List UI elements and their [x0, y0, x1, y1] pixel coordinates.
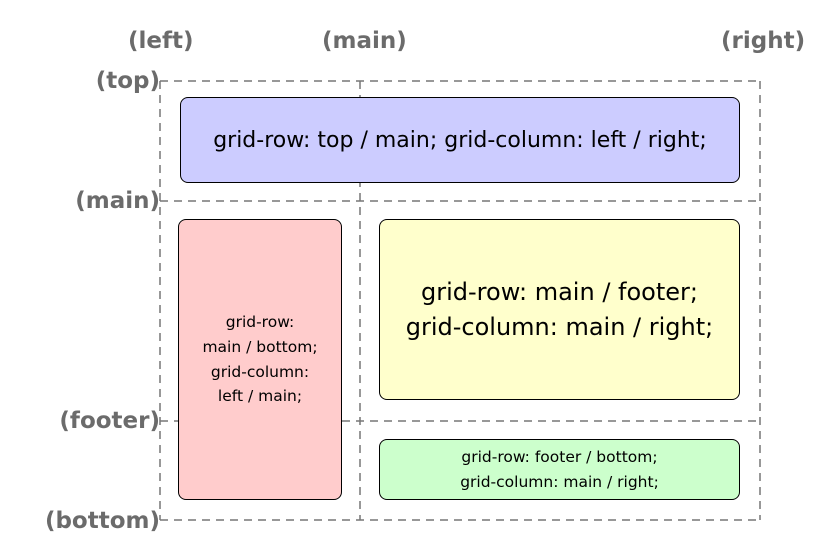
- box-text-line: grid-column:: [210, 362, 310, 381]
- grid-item-main: grid-row: main / footer; grid-column: ma…: [379, 219, 740, 400]
- column-label-right: (right): [721, 28, 806, 54]
- grid-item-header: grid-row: top / main; grid-column: left …: [180, 97, 740, 183]
- box-text-line: main / bottom;: [202, 337, 318, 356]
- row-label-top: (top): [95, 68, 160, 94]
- box-text-line: grid-column: main / right;: [460, 472, 659, 491]
- row-label-footer: (footer): [59, 408, 160, 434]
- box-text-line: grid-row: footer / bottom;: [461, 448, 658, 467]
- column-label-main: (main): [322, 28, 407, 54]
- row-label-main: (main): [75, 188, 160, 214]
- box-text-line: grid-column: main / right;: [405, 312, 714, 341]
- column-label-left: (left): [128, 28, 194, 54]
- box-text-line: grid-row:: [225, 312, 295, 331]
- grid-item-footer: grid-row: footer / bottom; grid-column: …: [379, 439, 740, 500]
- box-text-line: grid-row: main / footer;: [421, 277, 698, 306]
- box-text-line: left / main;: [217, 387, 303, 406]
- grid-item-sidebar: grid-row: main / bottom; grid-column: le…: [178, 219, 342, 500]
- box-text-line: grid-row: top / main; grid-column: left …: [213, 127, 707, 153]
- row-label-bottom: (bottom): [44, 508, 160, 534]
